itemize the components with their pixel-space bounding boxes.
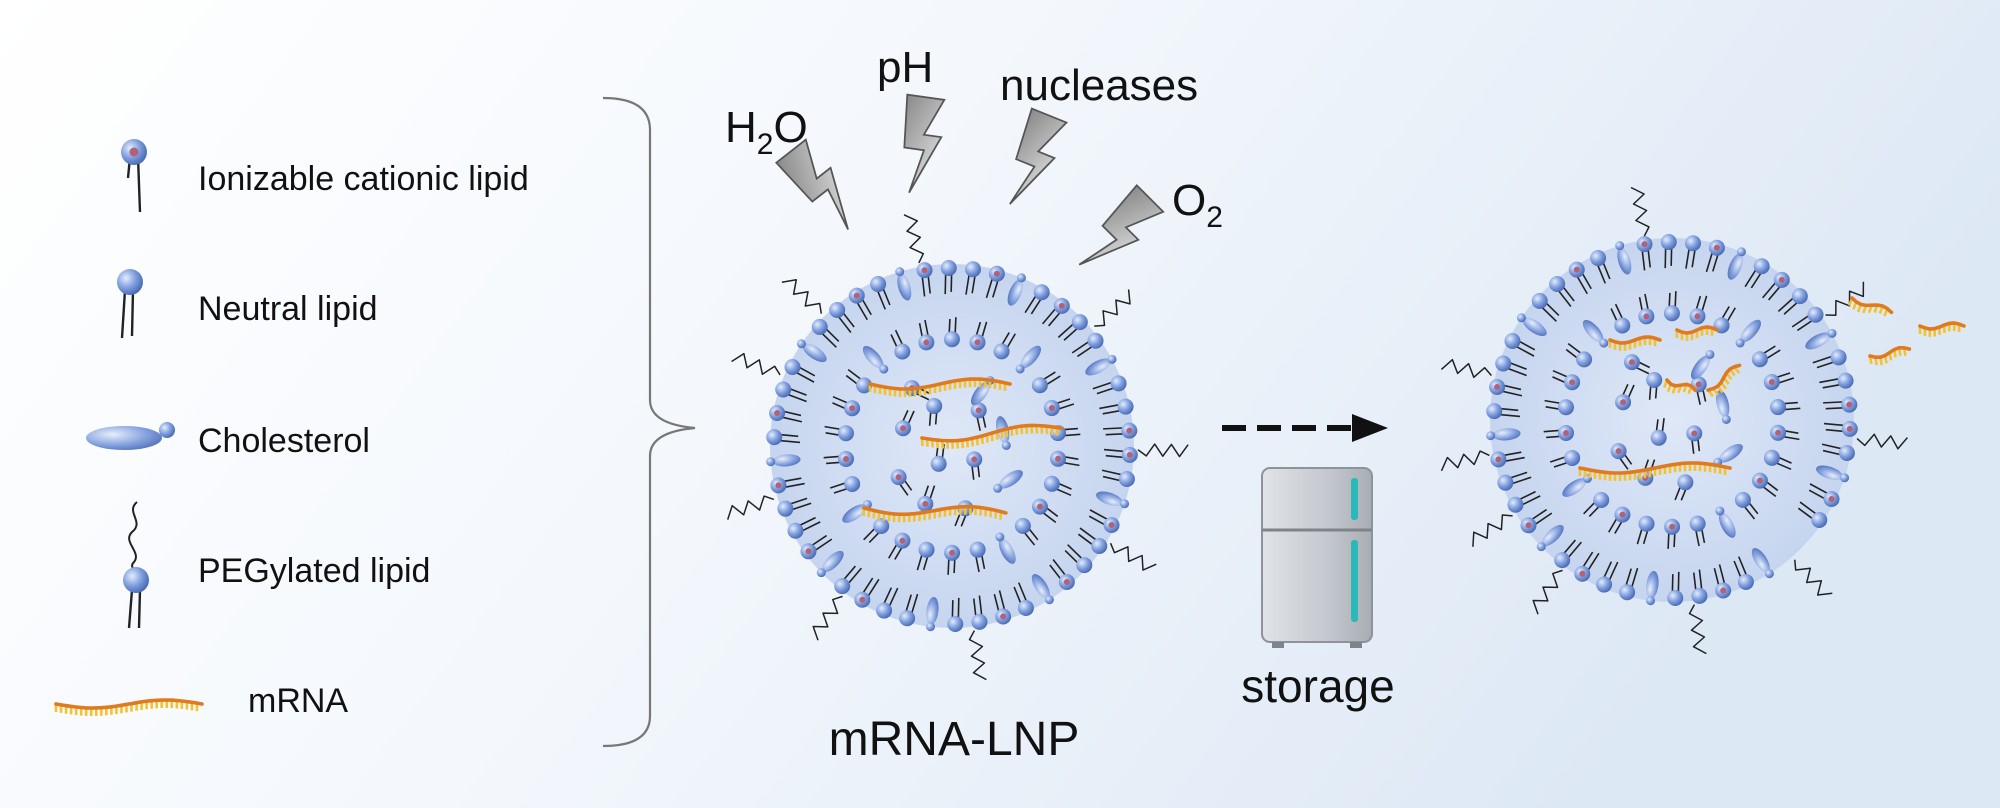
legend-label-cholesterol: Cholesterol <box>198 422 370 460</box>
stressor-oxygen: O2 <box>1172 176 1223 234</box>
mrna-strand <box>1578 461 1732 481</box>
stressor-ph: pH <box>877 43 933 92</box>
legend-label-ionizable: Ionizable cationic lipid <box>198 160 529 198</box>
lightning-bolt-icon <box>1078 184 1165 266</box>
mrna-fragment <box>1675 325 1719 341</box>
particle-label: mRNA-LNP <box>829 713 1080 766</box>
mrna-lnp-intact <box>726 214 1189 681</box>
peg-lipid-icon <box>123 501 149 629</box>
mrna-strand <box>920 423 1064 449</box>
refrigerator-icon <box>1261 467 1373 648</box>
mrna-fragment <box>1868 346 1912 366</box>
mrna-fragment <box>1608 335 1662 351</box>
stressor-nucleases: nucleases <box>1000 61 1198 110</box>
ionizable-lipid-icon <box>121 139 147 213</box>
mrna-fragment <box>1706 363 1742 398</box>
cholesterol-icon <box>86 422 175 450</box>
storage-label: storage <box>1241 660 1394 712</box>
legend-label-peg: PEGylated lipid <box>198 552 430 590</box>
dashed-arrow-icon <box>1222 414 1388 442</box>
mrna-lnp-degraded <box>1440 186 1966 655</box>
stress-bolts <box>775 93 1165 266</box>
legend-label-mrna: mRNA <box>248 682 348 720</box>
lightning-bolt-icon <box>775 138 849 230</box>
legend-label-neutral: Neutral lipid <box>198 290 378 328</box>
lightning-bolt-icon <box>903 93 946 194</box>
mrna-fragment <box>1848 296 1894 317</box>
mrna-fragment <box>1918 321 1966 337</box>
mrna-strand <box>54 698 204 716</box>
neutral-lipid-icon <box>117 269 143 339</box>
mrna-icon <box>54 698 204 716</box>
grouping-brace <box>602 96 696 748</box>
mrna-strand <box>862 504 1008 523</box>
mrna-strand <box>868 377 1012 397</box>
stressor-water: H2O <box>725 103 808 161</box>
mrna-fragment <box>1663 378 1697 395</box>
lightning-bolt-icon <box>1009 107 1069 205</box>
legend: Ionizable cationic lipid Neutral lipid C… <box>54 139 529 720</box>
